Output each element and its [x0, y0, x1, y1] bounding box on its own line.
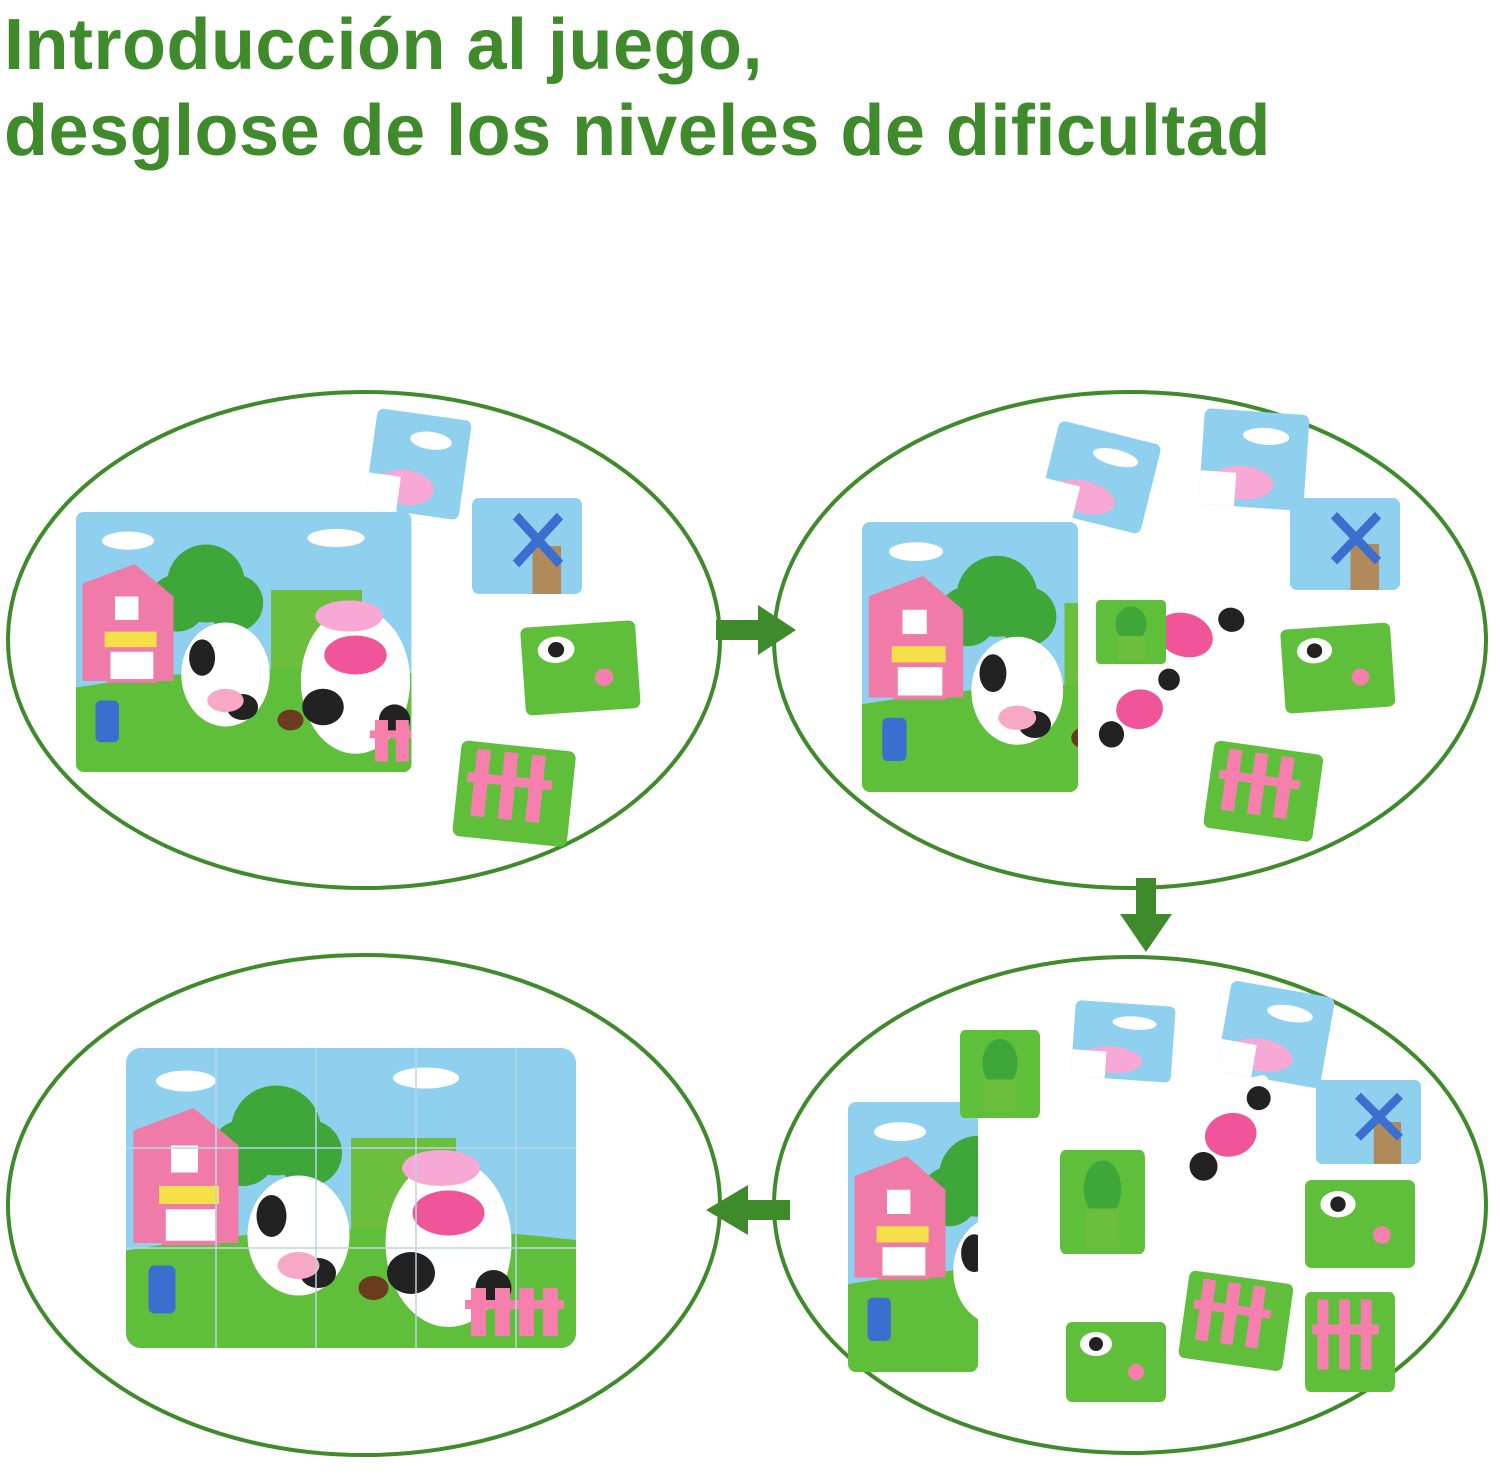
- arrow-right-icon: [716, 605, 796, 655]
- stage-2-panel: [772, 390, 1488, 890]
- completed-puzzle: [126, 1048, 576, 1348]
- title-line-2: desglose de los niveles de dificultad: [4, 91, 1271, 171]
- stage-1-panel: [6, 390, 722, 890]
- arrow-down-icon: [1120, 878, 1172, 952]
- stage-4-panel: [6, 953, 722, 1457]
- puzzle-seams: [126, 1048, 576, 1348]
- page-title: Introducción al juego, desglose de los n…: [4, 2, 1271, 174]
- stage-1-board: [76, 512, 412, 772]
- title-line-1: Introducción al juego,: [4, 5, 764, 85]
- arrow-left-icon: [706, 1185, 790, 1235]
- stage-3-panel: [772, 955, 1488, 1455]
